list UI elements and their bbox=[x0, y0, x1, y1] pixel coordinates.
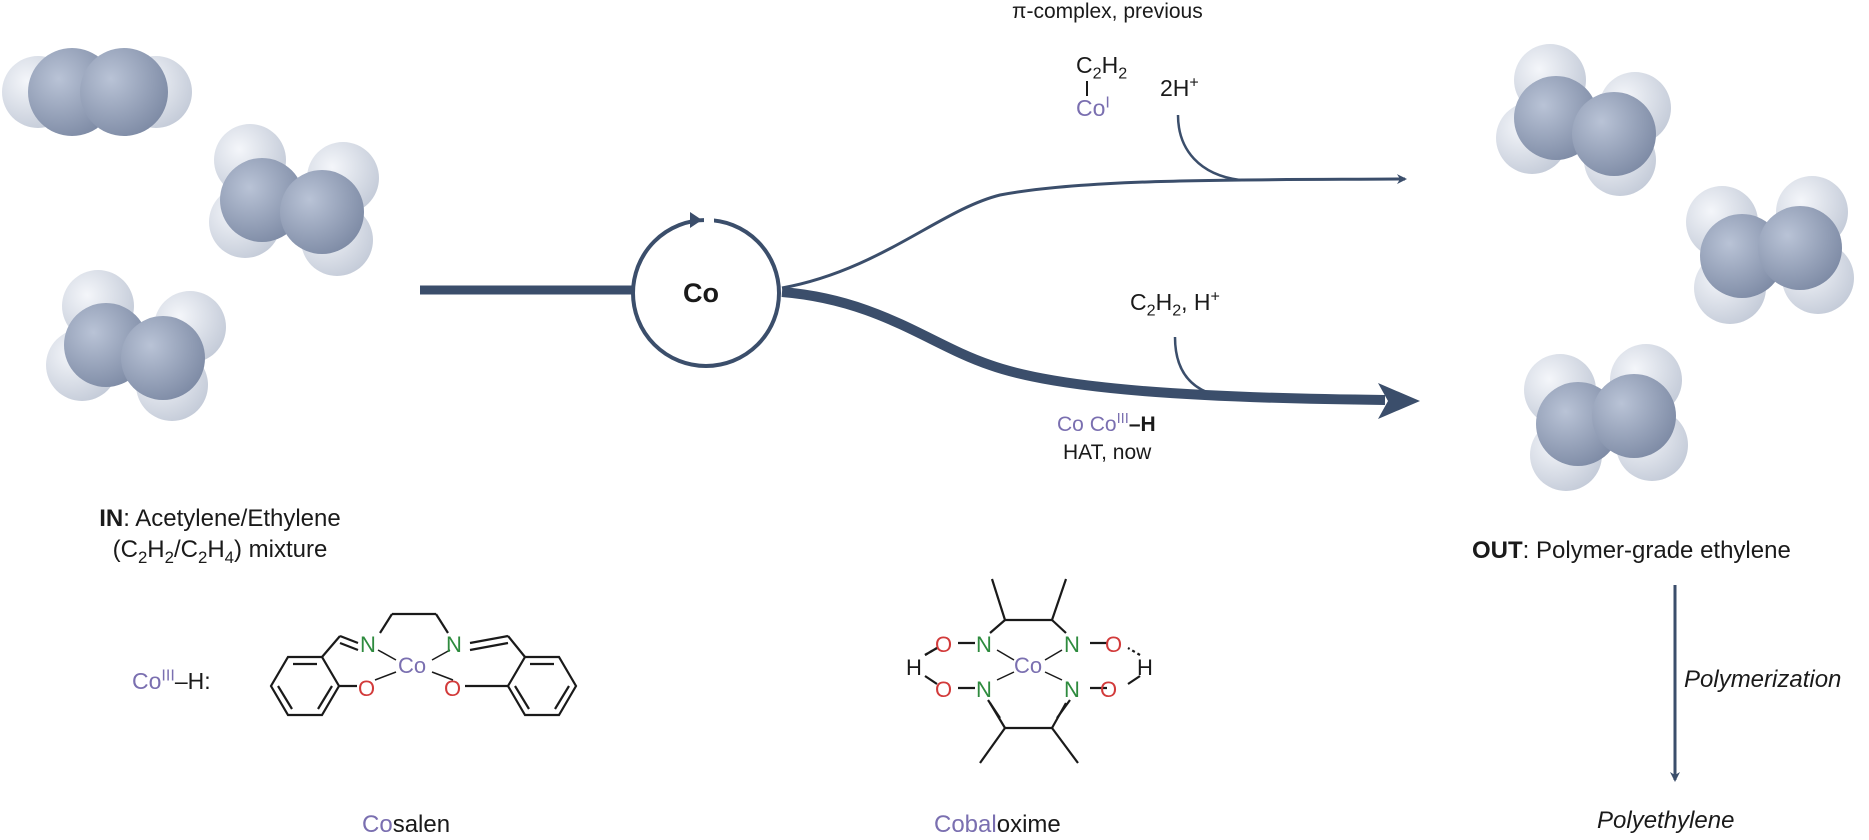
top-reagent-curve bbox=[1176, 114, 1241, 182]
ethylene-molecule-left-1 bbox=[209, 124, 379, 276]
cobaloxime-structure bbox=[924, 578, 1141, 764]
top-species-c2h2: C2H2 bbox=[1076, 52, 1128, 83]
bottom-path-arrow bbox=[781, 287, 1386, 405]
cobaloxime-n-bl: N bbox=[976, 677, 992, 702]
cosalen-n-left: N bbox=[360, 632, 376, 657]
cobaloxime-n-tl: N bbox=[976, 632, 992, 657]
cosalen-structure bbox=[269, 612, 578, 717]
ethylene-molecule-right-2 bbox=[1686, 176, 1854, 324]
polyethylene-label: Polyethylene bbox=[1597, 807, 1735, 834]
acetylene-molecule bbox=[2, 48, 192, 136]
cosalen-name: Cosalen bbox=[362, 811, 451, 838]
cobaloxime-h-right: H bbox=[1137, 655, 1153, 680]
bottom-path-arrowhead bbox=[1378, 383, 1420, 419]
cosalen-co: Co bbox=[398, 653, 426, 678]
top-path-arrow bbox=[781, 174, 1407, 290]
bottom-reagent: C2H2, H+ bbox=[1130, 287, 1220, 320]
bottom-path-caption: HAT, now bbox=[1063, 441, 1152, 464]
output-label: OUT: Polymer-grade ethylene bbox=[1472, 537, 1791, 564]
ethylene-molecule-right-1 bbox=[1496, 44, 1671, 196]
cobaloxime-co: Co bbox=[1014, 653, 1042, 678]
cobaloxime-o-tl: O bbox=[935, 632, 952, 657]
polymerization-step-label: Polymerization bbox=[1684, 666, 1842, 693]
cosalen-prefix: CoIII–H: bbox=[132, 666, 211, 694]
ethylene-molecule-right-3 bbox=[1524, 344, 1688, 491]
top-species-co: CoI bbox=[1076, 93, 1110, 121]
cobaloxime-name: Cobaloxime bbox=[934, 811, 1061, 838]
cobaloxime-h-left: H bbox=[906, 655, 922, 680]
cosalen-n-right: N bbox=[446, 632, 462, 657]
cobaloxime-n-tr: N bbox=[1064, 632, 1080, 657]
cosalen-o-left: O bbox=[358, 676, 375, 701]
catalyst-label: Co bbox=[683, 278, 719, 308]
cobaloxime-o-br: O bbox=[1100, 677, 1117, 702]
top-path-caption: π-complex, previous bbox=[1012, 0, 1203, 23]
cycle-arrowhead bbox=[690, 212, 702, 228]
bottom-species: Co CoIII–H bbox=[1057, 411, 1156, 436]
bottom-reagent-curve bbox=[1173, 336, 1216, 397]
cobaloxime-o-tr: O bbox=[1105, 632, 1122, 657]
cosalen-o-right: O bbox=[444, 676, 461, 701]
ethylene-molecule-left-2 bbox=[46, 270, 226, 421]
cobaloxime-n-br: N bbox=[1064, 677, 1080, 702]
input-label: IN: Acetylene/Ethylene (C2H2/C2H4) mixtu… bbox=[99, 505, 341, 567]
top-reagent: 2H+ bbox=[1160, 73, 1199, 101]
cobaloxime-o-bl: O bbox=[935, 677, 952, 702]
